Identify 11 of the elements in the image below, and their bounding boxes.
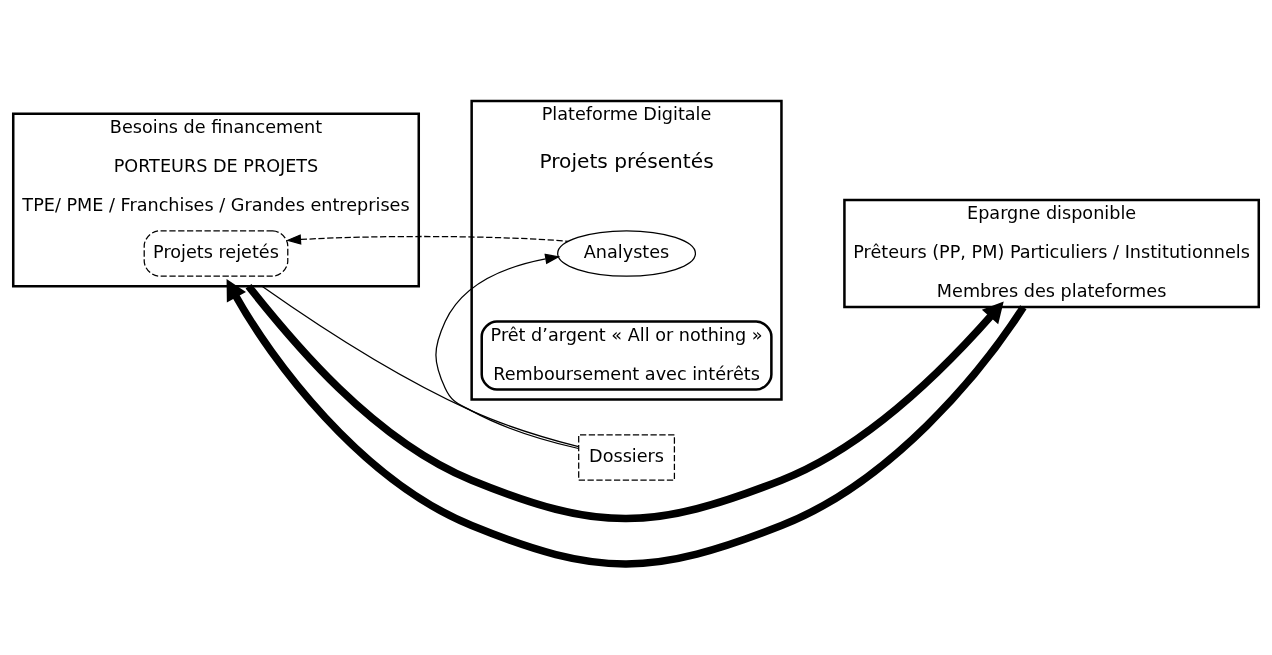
arrow	[285, 234, 569, 245]
node-box: Dossiers	[578, 434, 676, 481]
arrow	[435, 253, 580, 450]
node-box: Prêt d’argent « All or nothing » Remboursement avec intérêts	[480, 320, 773, 391]
connector	[261, 285, 580, 448]
arrow	[245, 283, 1004, 523]
arrow	[226, 279, 1027, 568]
node-box: Projets rejetés	[143, 230, 289, 277]
node-box: Epargne disponible Prêteurs (PP, PM) Particuliers / Institutionnels Membres des plateformes	[843, 198, 1261, 309]
node-ellipse: Analystes	[557, 230, 697, 277]
node-label: Projets présentés	[539, 148, 714, 173]
